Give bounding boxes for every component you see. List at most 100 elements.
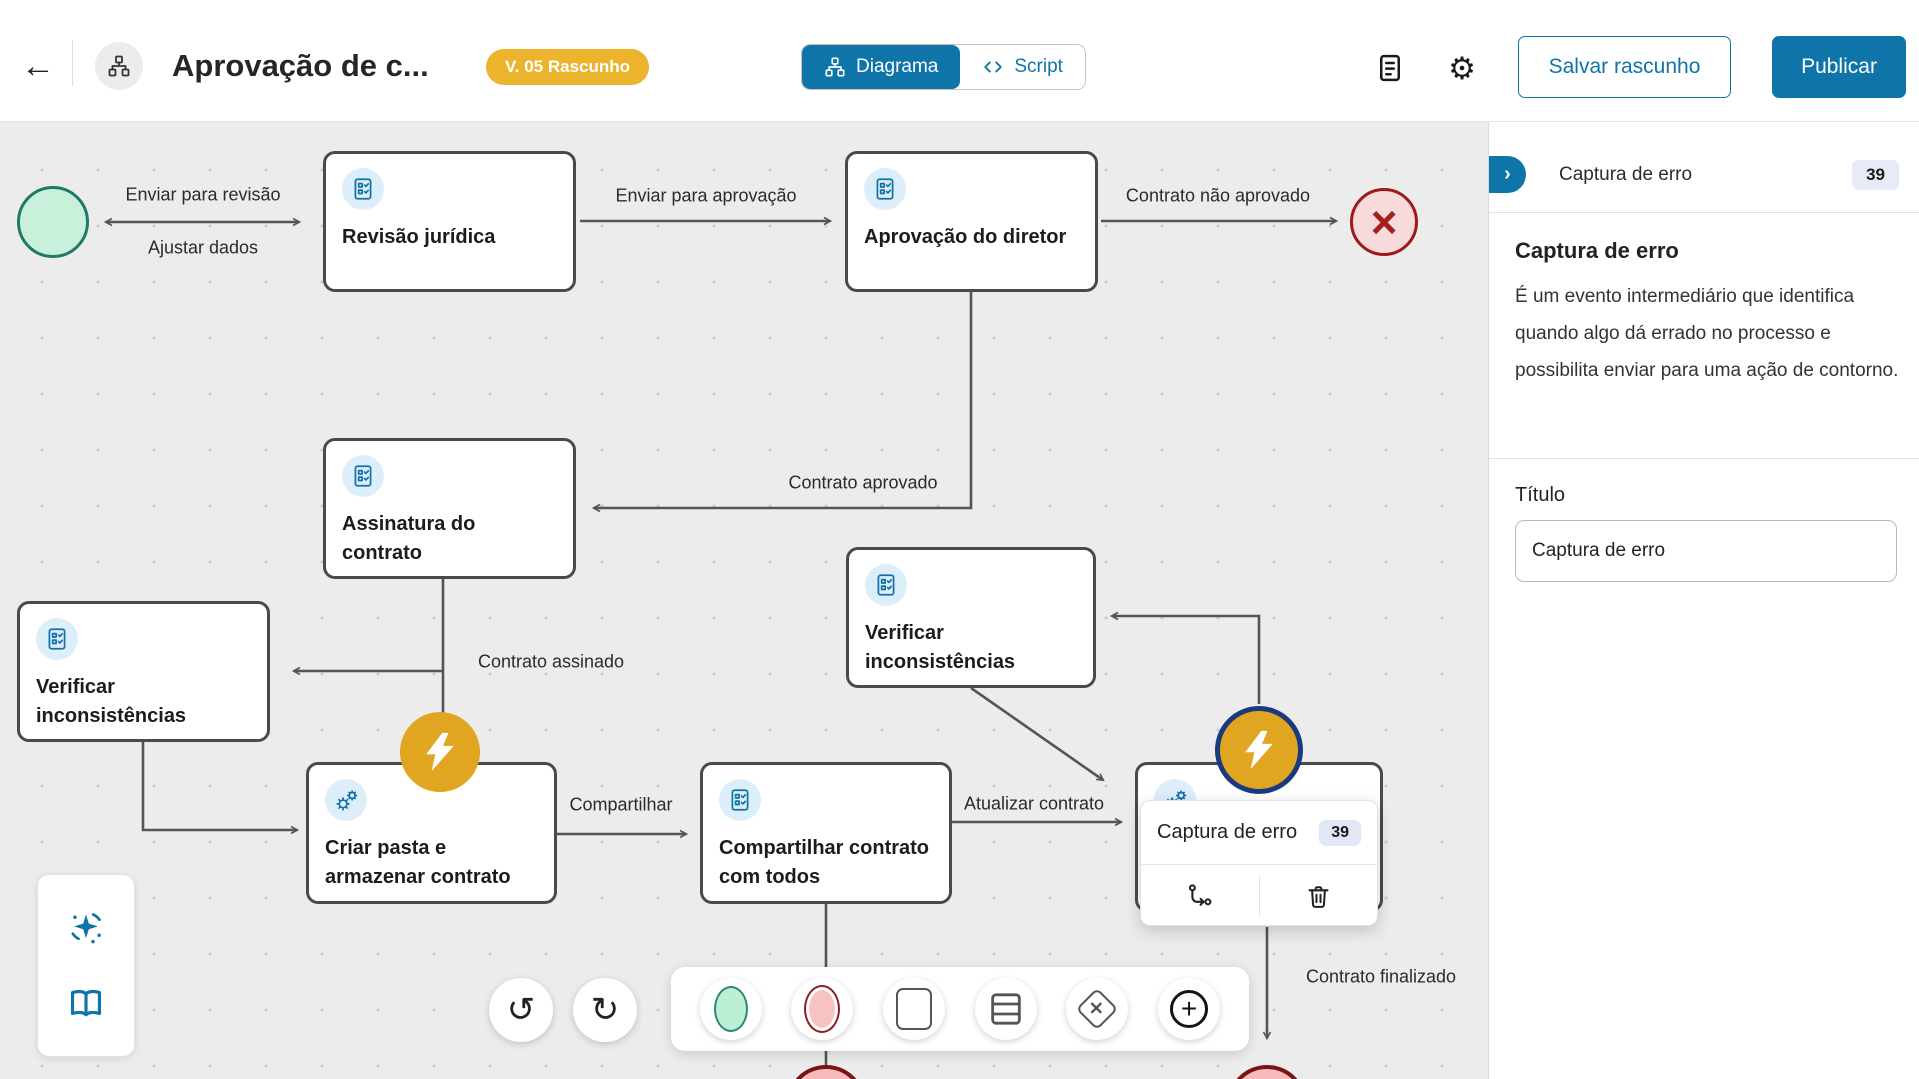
task-aprovacao-diretor[interactable]: Aprovação do diretor [845, 151, 1098, 292]
redo-button[interactable]: ↻ [573, 978, 637, 1042]
node-label: Verificar inconsistências [865, 622, 1016, 673]
error-boundary-event[interactable] [400, 712, 480, 792]
add-shape-icon: + [1170, 990, 1209, 1028]
panel-node-badge: 39 [1852, 159, 1899, 190]
node-label: Compartilhar contrato com todos [719, 837, 930, 888]
add-task-button[interactable] [883, 978, 946, 1040]
task-verificar-inconsistencias-2[interactable]: Verificar inconsistências [846, 547, 1096, 688]
publish-button[interactable]: Publicar [1772, 36, 1906, 98]
popup-title: Captura de erro [1157, 821, 1298, 843]
task-compartilhar-contrato[interactable]: Compartilhar contrato com todos [700, 762, 952, 904]
form-icon [36, 618, 78, 660]
panel-title: Captura de erro [1559, 163, 1693, 185]
tab-script-label: Script [1014, 56, 1063, 77]
task-verificar-inconsistencias-1[interactable]: Verificar inconsistências [17, 601, 270, 742]
task-assinatura-contrato[interactable]: Assinatura do contrato [323, 438, 576, 579]
redo-icon: ↻ [590, 991, 620, 1029]
edge-label: Contrato aprovado [788, 472, 938, 493]
back-button[interactable]: ← [21, 46, 55, 85]
delete-button[interactable] [1260, 865, 1378, 927]
gears-icon [325, 779, 367, 821]
form-icon [342, 455, 384, 497]
ai-assistant-button[interactable] [64, 906, 108, 950]
popup-vertical-divider [1258, 875, 1260, 917]
panel-divider [1489, 458, 1919, 459]
error-end-event[interactable]: × [1350, 188, 1418, 256]
lightning-icon [417, 729, 463, 775]
add-start-event-button[interactable] [699, 978, 762, 1040]
sitemap-icon [107, 54, 131, 78]
documentation-button[interactable] [64, 981, 108, 1025]
panel-divider [1489, 212, 1919, 213]
top-bar: ← Aprovação de c... V. 05 Rascunho Diagr… [0, 0, 1919, 122]
tab-script[interactable]: Script [960, 45, 1085, 89]
reconnect-button[interactable] [1141, 865, 1259, 927]
page-title: Aprovação de c... [172, 48, 429, 83]
edge-label: Contrato não aprovado [1125, 185, 1311, 206]
shape-palette: ✕ + [671, 967, 1249, 1051]
plus-icon: + [1180, 993, 1198, 1024]
x-icon: ✕ [1089, 998, 1105, 1019]
node-label: Revisão jurídica [342, 226, 496, 248]
diagram-canvas[interactable]: Enviar para revisão Ajustar dados Enviar… [0, 122, 1488, 1079]
undo-icon: ↺ [506, 991, 536, 1029]
title-field-label: Título [1515, 484, 1566, 506]
title-input[interactable] [1515, 520, 1897, 582]
edge-label: Contrato finalizado [1305, 966, 1457, 987]
element-description: É um evento intermediário que identifica… [1515, 286, 1899, 381]
node-label: Criar pasta e armazenar contrato [325, 837, 511, 888]
node-label: Assinatura do contrato [342, 513, 476, 564]
tab-diagram-label: Diagrama [856, 56, 939, 77]
process-avatar [95, 42, 143, 90]
x-icon: × [1370, 196, 1398, 248]
settings-button[interactable]: ⚙ [1444, 50, 1480, 86]
chevron-right-icon: › [1504, 163, 1511, 185]
add-gateway-button[interactable]: ✕ [1066, 978, 1129, 1040]
start-shape-icon [713, 986, 748, 1032]
edge-label: Compartilhar [569, 794, 673, 815]
gateway-shape-icon: ✕ [1076, 987, 1119, 1031]
properties-panel: › Captura de erro 39 Captura de erro É u… [1488, 122, 1919, 1079]
add-end-event-button[interactable] [791, 978, 854, 1040]
node-label: Verificar inconsistências [36, 676, 187, 727]
edge-label: Ajustar dados [147, 237, 259, 258]
code-icon [982, 56, 1004, 78]
collapse-panel-button[interactable]: › [1489, 156, 1526, 193]
view-toggle: Diagrama Script [801, 44, 1086, 90]
form-icon [719, 779, 761, 821]
edge-label: Atualizar contrato [963, 793, 1105, 814]
element-type-heading: Captura de erro [1515, 238, 1679, 263]
error-catch-event-selected[interactable] [1215, 706, 1303, 794]
edge-label: Contrato assinado [477, 651, 625, 672]
edge-label: Enviar para aprovação [615, 185, 797, 206]
document-icon [1375, 52, 1405, 84]
add-element-button[interactable]: + [1158, 978, 1221, 1040]
undo-button[interactable]: ↺ [489, 978, 553, 1042]
book-icon [67, 984, 105, 1022]
task-revisao-juridica[interactable]: Revisão jurídica [323, 151, 576, 292]
notes-button[interactable] [1372, 50, 1408, 86]
add-swimlane-button[interactable] [974, 978, 1037, 1040]
header-divider [72, 40, 73, 86]
task-shape-icon [896, 988, 933, 1030]
lightning-icon [1236, 727, 1282, 773]
swimlane-shape-icon [986, 987, 1026, 1031]
node-id-badge: 39 [1319, 819, 1361, 846]
form-icon [342, 168, 384, 210]
form-icon [865, 564, 907, 606]
version-badge: V. 05 Rascunho [486, 49, 650, 85]
sitemap-icon [824, 56, 846, 78]
node-popup: Captura de erro 39 [1140, 800, 1378, 926]
end-shape-icon [804, 985, 841, 1033]
reconnect-icon [1186, 882, 1214, 910]
tab-diagram[interactable]: Diagrama [802, 45, 961, 89]
trash-icon [1305, 883, 1332, 910]
save-draft-button[interactable]: Salvar rascunho [1518, 36, 1731, 98]
gear-icon: ⚙ [1448, 50, 1476, 86]
node-label: Aprovação do diretor [864, 226, 1067, 248]
edge-label: Enviar para revisão [125, 184, 281, 205]
form-icon [864, 168, 906, 210]
assistant-panel [37, 874, 135, 1057]
task-criar-pasta[interactable]: Criar pasta e armazenar contrato [306, 762, 557, 904]
start-event[interactable] [17, 186, 89, 258]
